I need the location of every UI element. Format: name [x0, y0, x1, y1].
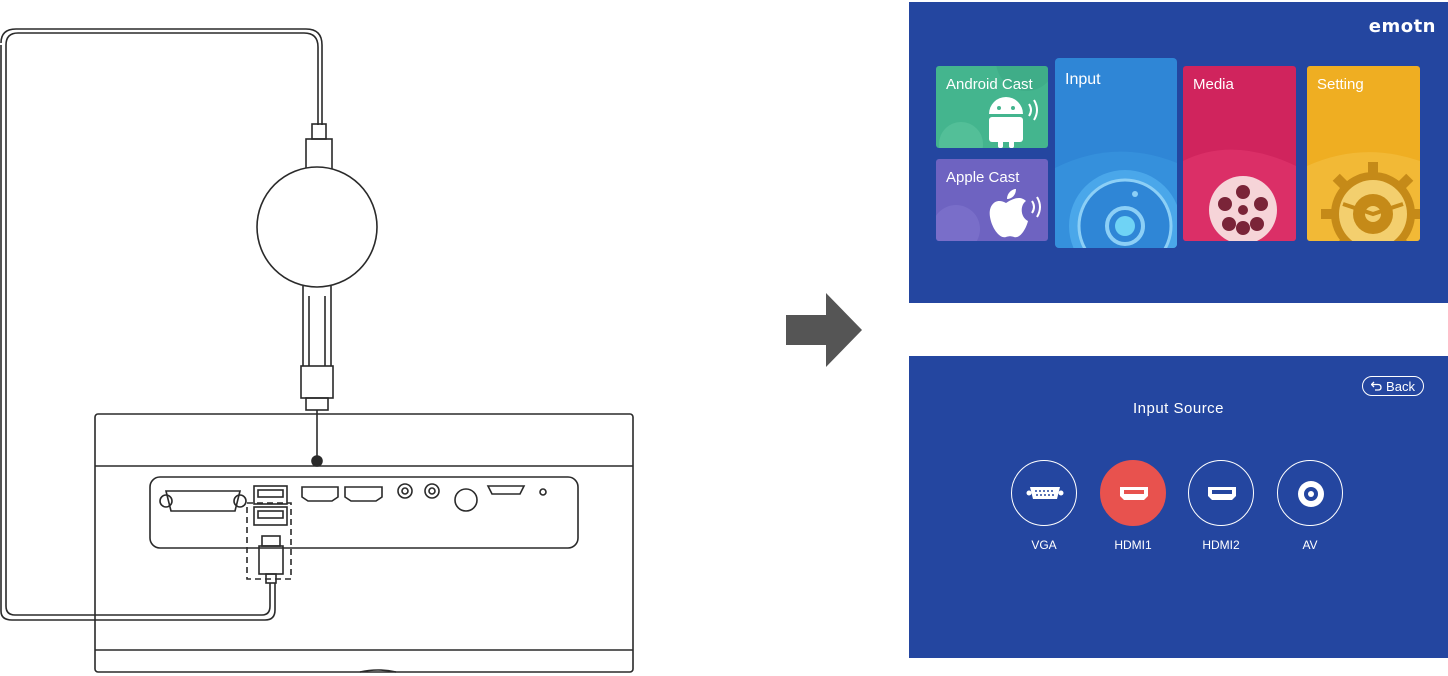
tile-android-cast-label: Android Cast	[946, 76, 1033, 93]
tile-android-cast[interactable]: Android Cast	[936, 66, 1048, 148]
home-screen: emotn Android Cast Apple Cast	[909, 2, 1448, 303]
input-disc-icon	[1055, 151, 1177, 248]
input-source-title: Input Source	[1132, 400, 1225, 417]
tile-input[interactable]: Input	[1055, 58, 1177, 248]
tile-setting-label: Setting	[1317, 76, 1364, 93]
film-reel-icon	[1183, 149, 1296, 241]
apple-icon	[936, 189, 1041, 241]
source-hdmi1-label: HDMI1	[1114, 538, 1152, 552]
back-label: Back	[1386, 378, 1415, 394]
tile-input-label: Input	[1065, 71, 1101, 88]
source-hdmi2[interactable]: HDMI2	[1186, 460, 1256, 552]
tile-apple-cast-label: Apple Cast	[946, 169, 1020, 186]
gear-icon	[1307, 152, 1420, 241]
brand-logo: emotn	[1368, 16, 1436, 37]
hdmi-port-icon	[1100, 460, 1166, 526]
tile-setting[interactable]: Setting	[1307, 66, 1420, 241]
hdmi-port-icon	[1188, 460, 1254, 526]
input-source-screen: Back Input Source VGA HDMI1 H	[909, 356, 1448, 658]
source-hdmi2-label: HDMI2	[1202, 538, 1240, 552]
usb-power-cable	[0, 28, 323, 621]
connection-diagram	[0, 28, 634, 673]
av-port-icon	[1277, 460, 1343, 526]
streaming-dongle	[256, 123, 378, 467]
vga-port-icon	[1011, 460, 1077, 526]
source-vga-label: VGA	[1031, 538, 1057, 552]
source-hdmi1[interactable]: HDMI1	[1098, 460, 1168, 552]
source-av-label: AV	[1302, 538, 1318, 552]
tile-media[interactable]: Media	[1183, 66, 1296, 241]
back-button[interactable]: Back	[1362, 376, 1424, 396]
back-arrow-icon	[1371, 381, 1382, 391]
android-icon	[939, 66, 1048, 148]
flow-arrow-icon	[786, 293, 862, 367]
tile-media-label: Media	[1193, 76, 1234, 93]
source-av[interactable]: AV	[1275, 460, 1345, 552]
source-vga[interactable]: VGA	[1009, 460, 1079, 552]
tile-apple-cast[interactable]: Apple Cast	[936, 159, 1048, 241]
projector-back	[94, 413, 634, 673]
